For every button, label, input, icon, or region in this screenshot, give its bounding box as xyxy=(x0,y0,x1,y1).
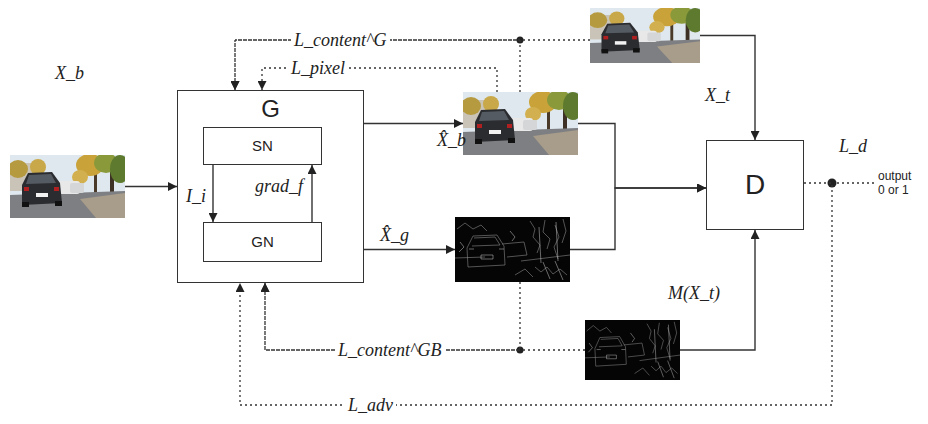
output-line xyxy=(832,182,874,183)
image-label: X_b xyxy=(55,63,84,84)
data-connector xyxy=(570,188,706,250)
data-connector xyxy=(700,36,755,141)
loss-label: L_adv xyxy=(345,395,396,416)
loss-label: L_content^G xyxy=(291,30,390,51)
signal-label: I_i xyxy=(183,186,209,207)
data-connector xyxy=(364,123,463,124)
loss-label: L_d xyxy=(836,136,870,157)
data-connector xyxy=(578,124,706,189)
gradient-image-panel: X̂_g xyxy=(455,217,570,282)
data-connector xyxy=(364,249,455,250)
blurred-image xyxy=(8,153,130,218)
loss-label: L_pixel xyxy=(288,58,348,79)
box-title: G xyxy=(178,95,363,123)
gradient-target-image xyxy=(585,320,680,380)
target-image-panel: X_t xyxy=(590,8,700,63)
box-label: SN xyxy=(252,137,273,154)
output-label: output 0 or 1 xyxy=(878,170,918,198)
restored-image-panel: X̂_b xyxy=(463,92,578,155)
discriminator-box: D xyxy=(706,140,804,230)
box-label: D xyxy=(745,169,765,201)
box-label: GN xyxy=(251,233,274,250)
data-connector xyxy=(125,186,177,187)
image-label: X_t xyxy=(705,85,730,106)
image-label: X̂_b xyxy=(437,130,466,151)
subnetwork-box: GN xyxy=(203,222,322,262)
image-label: X̂_g xyxy=(380,225,409,246)
gradient-target-panel: M(X_t) xyxy=(585,320,680,380)
image-label: M(X_t) xyxy=(668,283,720,304)
target-image xyxy=(588,6,705,63)
data-connector xyxy=(212,165,213,222)
gradient-image xyxy=(455,217,570,282)
restored-image xyxy=(461,90,583,155)
loss-connector xyxy=(240,183,832,405)
loss-label: L_content^GB xyxy=(335,340,445,361)
subnetwork-box: SN xyxy=(203,127,322,165)
blurred-image-panel: X_b xyxy=(10,155,125,218)
loss-connector xyxy=(235,40,590,90)
data-connector xyxy=(311,165,312,222)
signal-label: grad_f xyxy=(252,176,306,197)
